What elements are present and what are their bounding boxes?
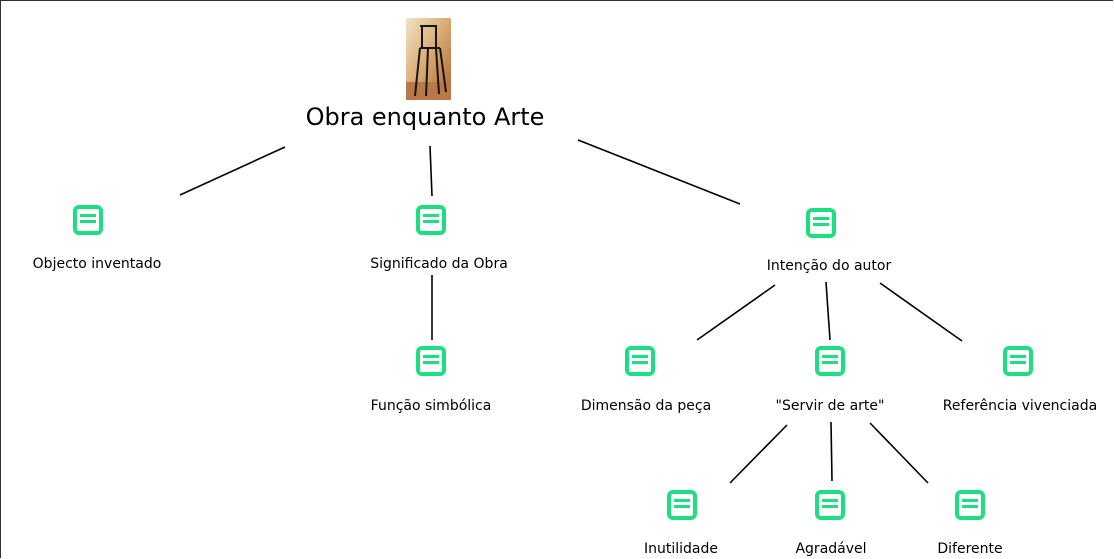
note-icon[interactable] bbox=[815, 346, 845, 376]
note-icon[interactable] bbox=[416, 346, 446, 376]
note-icon[interactable] bbox=[806, 208, 836, 238]
note-line bbox=[962, 505, 978, 508]
note-icon[interactable] bbox=[1003, 346, 1033, 376]
note-line bbox=[822, 499, 838, 502]
edge-root-intencao bbox=[577, 139, 741, 205]
edge-servir-inutilidade bbox=[729, 424, 788, 484]
edge-intencao-servir bbox=[825, 281, 831, 341]
note-icon[interactable] bbox=[73, 205, 103, 235]
note-line bbox=[423, 355, 439, 358]
edge-intencao-dimensao bbox=[696, 284, 776, 341]
node-label-referencia[interactable]: Referência vivenciada bbox=[942, 398, 1098, 414]
note-line bbox=[822, 505, 838, 508]
edge-root-significado bbox=[429, 145, 433, 197]
note-line bbox=[674, 505, 690, 508]
node-label-dimensao[interactable]: Dimensão da peça bbox=[580, 398, 712, 414]
note-line bbox=[80, 220, 96, 223]
note-icon[interactable] bbox=[815, 490, 845, 520]
note-line bbox=[962, 499, 978, 502]
edge-intencao-referencia bbox=[879, 282, 963, 342]
note-icon[interactable] bbox=[625, 346, 655, 376]
note-line bbox=[423, 220, 439, 223]
note-line bbox=[632, 361, 648, 364]
node-label-agradavel[interactable]: Agradável bbox=[795, 541, 867, 557]
note-line bbox=[822, 355, 838, 358]
node-label-funcao[interactable]: Função simbólica bbox=[370, 398, 492, 414]
edge-servir-diferente bbox=[869, 422, 929, 484]
node-label-diferente[interactable]: Diferente bbox=[937, 541, 1003, 557]
note-line bbox=[813, 217, 829, 220]
note-line bbox=[1010, 355, 1026, 358]
note-line bbox=[423, 214, 439, 217]
node-label-objecto[interactable]: Objecto inventado bbox=[32, 256, 162, 272]
edge-root-objecto bbox=[179, 146, 286, 196]
edge-servir-agradavel bbox=[830, 421, 833, 482]
note-icon[interactable] bbox=[416, 205, 446, 235]
note-line bbox=[80, 214, 96, 217]
note-line bbox=[632, 355, 648, 358]
note-line bbox=[813, 223, 829, 226]
note-line bbox=[1010, 361, 1026, 364]
node-label-servir[interactable]: "Servir de arte" bbox=[775, 398, 885, 414]
root-image-sculpture[interactable] bbox=[406, 18, 451, 100]
note-icon[interactable] bbox=[955, 490, 985, 520]
note-line bbox=[423, 361, 439, 364]
note-line bbox=[822, 361, 838, 364]
node-label-inutilidade[interactable]: Inutilidade bbox=[644, 541, 718, 557]
node-label-significado[interactable]: Significado da Obra bbox=[370, 256, 508, 272]
note-icon[interactable] bbox=[667, 490, 697, 520]
note-line bbox=[674, 499, 690, 502]
root-node-title[interactable]: Obra enquanto Arte bbox=[305, 103, 545, 131]
node-label-intencao[interactable]: Intenção do autor bbox=[766, 258, 892, 274]
